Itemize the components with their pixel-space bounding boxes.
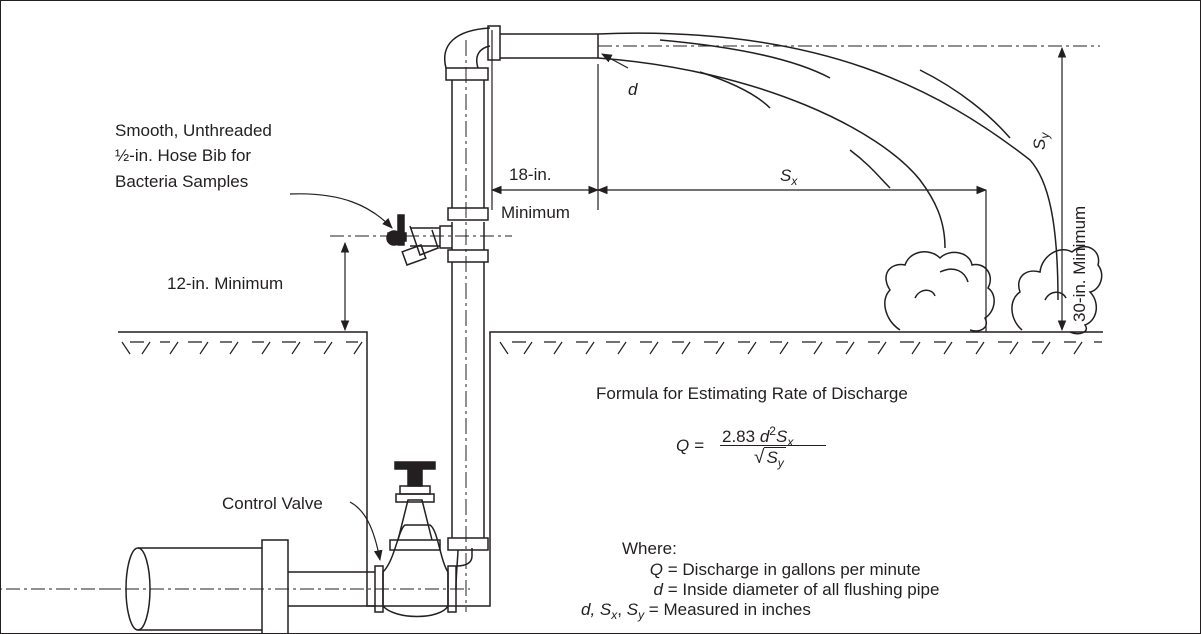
formula-num-d: d (759, 427, 770, 446)
formula-coef: 2.83 (722, 427, 756, 446)
def-units-d: d, (581, 600, 596, 619)
hose-bib (330, 214, 512, 266)
def-q-eq: = (667, 560, 678, 579)
def-units-s2: S (626, 600, 639, 619)
sy-sub: y (1038, 132, 1052, 139)
thirty-in-minimum-label: 30-in. Minimum (1070, 205, 1089, 322)
def-q-text: Discharge in gallons per minute (682, 560, 921, 579)
def-d-eq: = (667, 580, 678, 599)
hose-bib-label-line1: Smooth, Unthreaded (115, 121, 272, 140)
eighteen-minimum-label: Minimum (501, 203, 570, 222)
fraction-bar (720, 445, 826, 446)
def-units-s1-sub: x (611, 608, 618, 622)
supply-pipe (1, 539, 470, 634)
formula-num-exp: 2 (769, 424, 776, 438)
sqrt-sign: √ (754, 447, 765, 468)
eighteen-in-label: 18-in. (509, 165, 552, 184)
def-units-eq: = (648, 600, 659, 619)
water-jet (597, 32, 1059, 301)
dimension-lines (289, 30, 1067, 562)
control-valve-label: Control Valve (222, 494, 323, 513)
formula-numerator: 2.83 d2Sx (722, 424, 793, 449)
def-d-key: d (653, 580, 663, 599)
def-units-text: Measured in inches (663, 600, 811, 619)
d-label: d (628, 80, 638, 99)
def-row-q: Q = Discharge in gallons per minute (581, 560, 921, 580)
def-units-s2-sub: y (638, 608, 645, 622)
formula-denominator: √Sy (754, 447, 786, 470)
sx-s: S (780, 166, 792, 185)
sy-label: Sy (1028, 133, 1057, 150)
def-row-units: d, Sx, Sy = Measured in inches (581, 600, 811, 622)
def-q-key: Q (649, 560, 663, 579)
twelve-in-minimum-label: 12-in. Minimum (167, 274, 284, 293)
formula-num-s: S (775, 427, 788, 446)
def-units-s1: S (599, 600, 612, 619)
formula-num-s-sub: x (787, 435, 794, 449)
hose-bib-label-line3: Bacteria Samples (115, 172, 249, 191)
formula-den-s-sub: y (777, 456, 784, 470)
formula-den-s: S (766, 448, 778, 467)
sy-s: S (1030, 138, 1049, 150)
hose-bib-label-line2: ½-in. Hose Bib for (115, 146, 252, 165)
def-row-d: d = Inside diameter of all flushing pipe (581, 580, 940, 600)
formula-lhs: Q = (676, 436, 704, 455)
ground (118, 331, 1103, 607)
control-valve (374, 461, 457, 618)
where-label: Where: (622, 539, 677, 558)
riser-pipe (444, 25, 599, 612)
sx-sub: x (791, 174, 798, 188)
formula-title: Formula for Estimating Rate of Discharge (596, 384, 908, 403)
sx-label: Sx (780, 164, 797, 193)
def-d-text: Inside diameter of all flushing pipe (682, 580, 940, 599)
